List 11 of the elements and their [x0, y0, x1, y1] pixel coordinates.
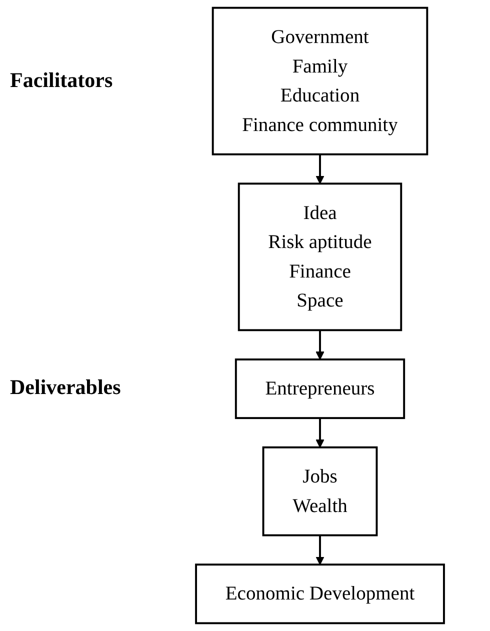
arrow	[316, 154, 324, 184]
node-box: Jobs Wealth	[262, 446, 378, 536]
node-box: Government Family Education Finance community	[212, 6, 428, 156]
stage-label: Deliverables	[10, 375, 121, 400]
arrow	[316, 535, 324, 565]
node-box: Entrepreneurs	[234, 358, 406, 420]
node-box: Idea Risk aptitude Finance Space	[238, 182, 402, 332]
arrow	[316, 418, 324, 448]
node-box: Economic Development	[195, 564, 445, 624]
arrow	[316, 330, 324, 360]
stage-label: Facilitators	[10, 68, 113, 93]
